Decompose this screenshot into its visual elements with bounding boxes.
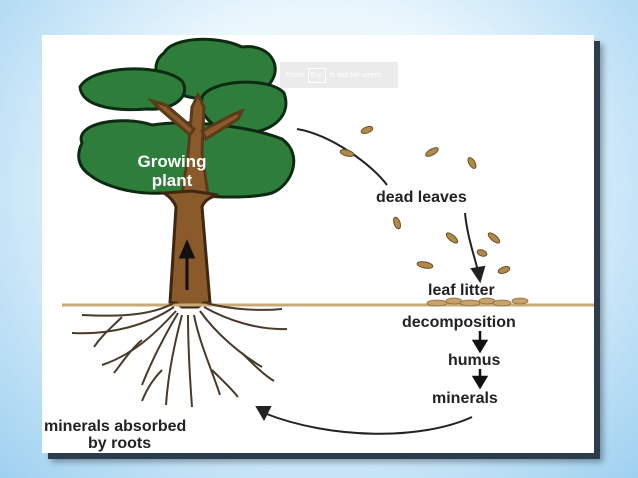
arrow-to-humus: [471, 331, 489, 354]
tree-branches: [146, 91, 246, 197]
fullscreen-hint-suffix: to exit full screen: [329, 71, 383, 79]
decomposition-label: decomposition: [402, 314, 516, 331]
fullscreen-hint-prefix: Press: [286, 71, 304, 79]
arrow-to-leaf-litter: [464, 212, 486, 284]
plant-label-line1: Growing: [138, 152, 207, 171]
dead-leaves-label: dead leaves: [376, 189, 467, 206]
falling-arrow: [296, 128, 388, 186]
esc-key: Esc: [307, 67, 326, 83]
plant-label-line2: plant: [152, 171, 193, 190]
humus-label: humus: [448, 352, 501, 369]
falling-leaves: [339, 126, 511, 274]
minerals-label: minerals: [432, 390, 498, 407]
slide: Growing plant: [42, 35, 594, 453]
tree-canopy: [77, 37, 296, 199]
tree-roots: [71, 302, 288, 408]
uptake-arrow: [178, 239, 196, 290]
leaf-litter-pile: [426, 297, 529, 307]
absorbed-label-line1: minerals absorbed: [44, 418, 186, 435]
arrow-to-minerals: [471, 369, 489, 390]
nutrient-cycle-diagram: Growing plant: [44, 37, 594, 452]
return-arrow: [255, 406, 473, 435]
leaf-litter-label: leaf litter: [428, 282, 495, 299]
absorbed-label-line2: by roots: [88, 435, 151, 452]
fullscreen-hint: Press Esc to exit full screen: [280, 62, 398, 88]
